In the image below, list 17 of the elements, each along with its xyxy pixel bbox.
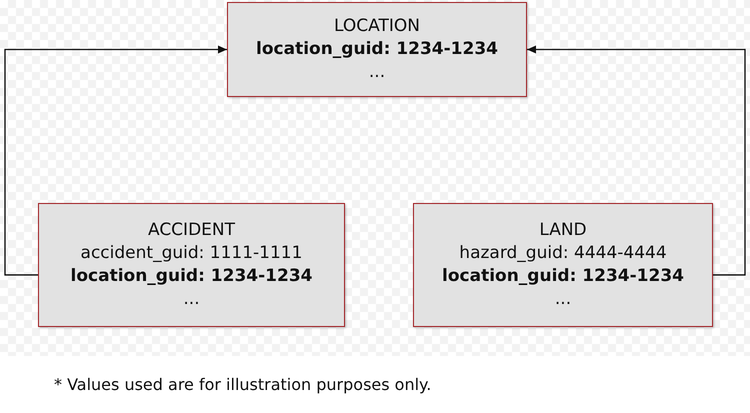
entity-title: LAND: [539, 219, 587, 242]
field-text: location_guid: 1234-1234: [442, 265, 684, 288]
field-text: location_guid: 1234-1234: [70, 265, 312, 288]
arrow: [527, 46, 746, 276]
entity-title: LOCATION: [334, 15, 420, 38]
entity-box: [38, 203, 345, 327]
entity-box: [413, 203, 713, 327]
entity-box: [227, 2, 527, 97]
field-text: ...: [554, 288, 572, 311]
footnote: * Values used are for illustration purposes only.: [54, 375, 432, 394]
field-text: hazard_guid: 4444-4444: [459, 242, 667, 265]
field-text: ...: [368, 61, 386, 84]
arrow: [4, 46, 227, 276]
entity-title: ACCIDENT: [148, 219, 236, 242]
field-text: location_guid: 1234-1234: [256, 38, 498, 61]
field-text: ...: [183, 288, 200, 311]
field-text: accident_guid: 1111-1111: [80, 242, 302, 265]
